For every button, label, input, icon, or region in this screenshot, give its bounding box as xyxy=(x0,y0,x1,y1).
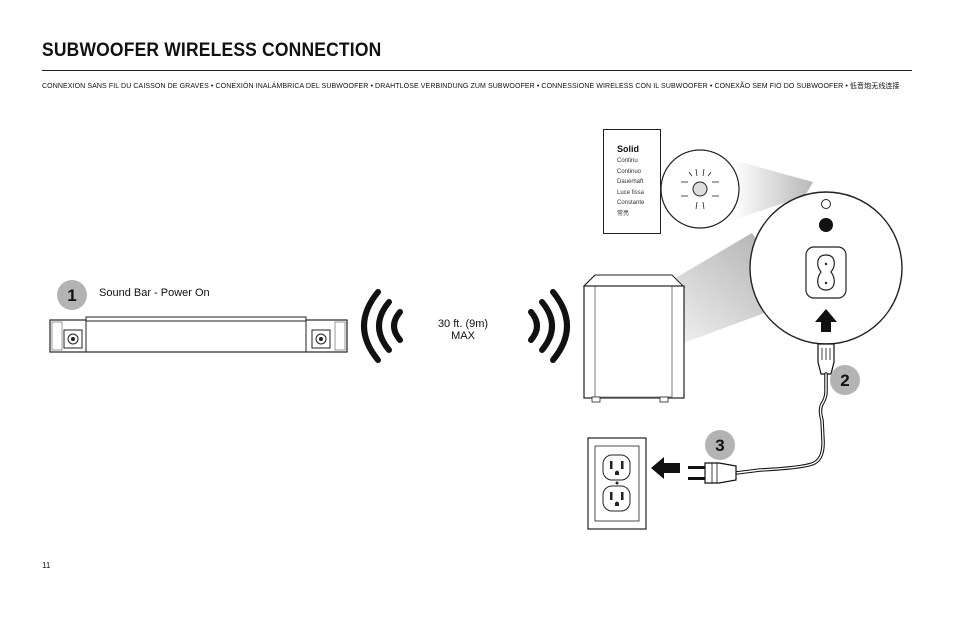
legend-item: Continuo xyxy=(617,168,642,175)
soundbar-left-tweeter xyxy=(63,329,83,349)
connect-button-icon xyxy=(819,218,833,232)
subwoofer-illustration xyxy=(582,274,686,403)
legend-item: 常亮 xyxy=(617,210,630,217)
wireless-waves-right-icon xyxy=(528,289,570,363)
step1-badge: 1 xyxy=(57,280,87,310)
title-divider xyxy=(42,70,912,71)
legend-item: Luce fissa xyxy=(617,189,645,196)
step2-number: 2 xyxy=(840,371,849,390)
arrow-left-icon xyxy=(651,457,680,479)
led-glow-icon xyxy=(681,168,719,210)
page-number: 11 xyxy=(42,561,51,570)
page-title: SUBWOOFER WIRELESS CONNECTION xyxy=(42,40,382,61)
power-socket-icon xyxy=(817,254,835,291)
zoom-cone-upper xyxy=(733,160,813,220)
step1-label: Sound Bar - Power On xyxy=(99,287,210,299)
led-status-legend: Solid Continu Continuo Dauerhaft Luce fi… xyxy=(603,129,661,234)
legend-item: Continu xyxy=(617,158,638,164)
legend-item: Constante xyxy=(617,200,645,206)
legend-heading: Solid xyxy=(617,144,639,154)
soundbar-illustration xyxy=(49,316,348,353)
led-magnifier xyxy=(660,149,740,229)
arrow-up-icon xyxy=(815,309,837,332)
distance-value: 30 ft. (9m) xyxy=(437,318,489,330)
page-subtitle: CONNEXION SANS FIL DU CAISSON DE GRAVES … xyxy=(42,83,900,90)
power-plug-icon xyxy=(688,462,737,484)
rear-panel-magnifier xyxy=(749,191,903,345)
step3-number: 3 xyxy=(715,436,724,455)
wireless-waves-left-icon xyxy=(361,289,403,363)
legend-item: Dauerhaft xyxy=(617,179,644,185)
wall-outlet-illustration xyxy=(587,437,647,530)
distance-max: MAX xyxy=(451,330,475,342)
soundbar-right-tweeter xyxy=(311,329,331,349)
step3-badge: 3 xyxy=(705,430,735,460)
power-cord xyxy=(734,343,835,475)
distance-label: 30 ft. (9m) MAX xyxy=(426,318,500,342)
step2-badge: 2 xyxy=(830,365,860,395)
step1-number: 1 xyxy=(67,286,76,305)
